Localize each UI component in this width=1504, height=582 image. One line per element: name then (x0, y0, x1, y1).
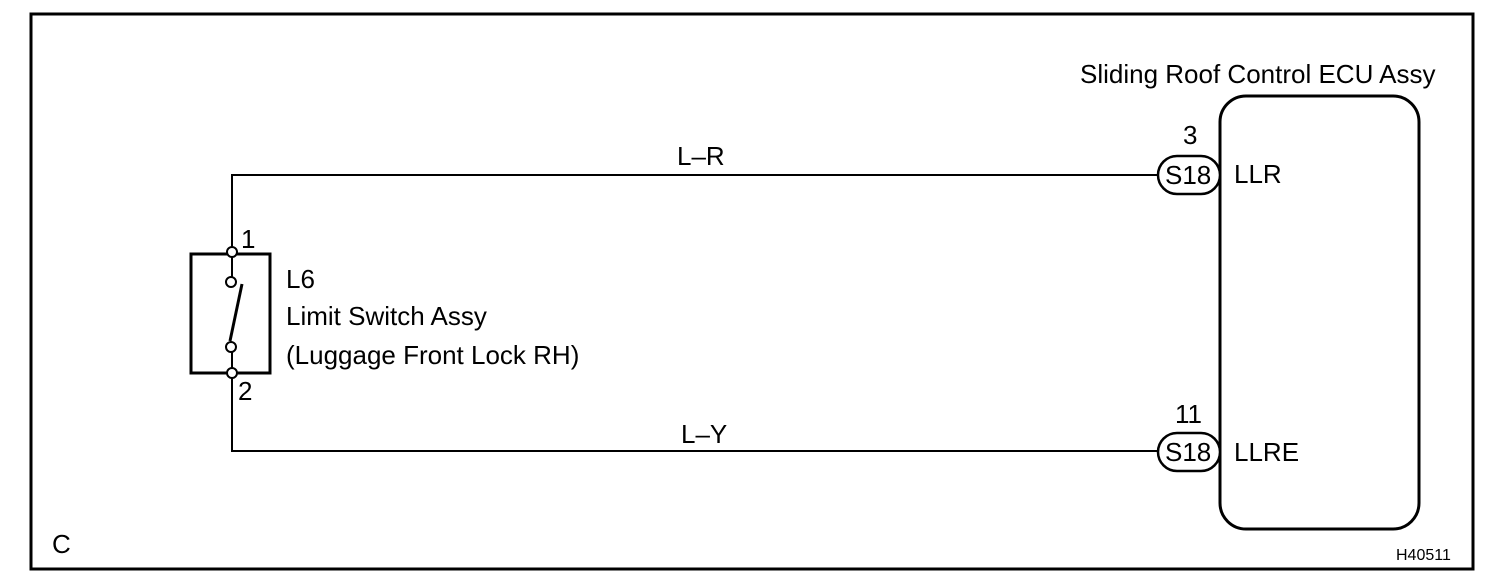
ecu-box (1218, 94, 1421, 531)
wire-l-r (231, 174, 1160, 250)
figure-code: H40511 (1396, 547, 1451, 564)
switch-contact-bottom (225, 341, 237, 353)
switch-terminal-1 (226, 246, 238, 258)
ecu-title: Sliding Roof Control ECU Assy (1080, 59, 1435, 89)
ecu-pin-number-11: 11 (1175, 399, 1202, 429)
ecu-signal-llre: LLRE (1234, 437, 1299, 467)
switch-name: Limit Switch Assy (286, 301, 487, 331)
ecu-signal-llr: LLR (1234, 159, 1282, 189)
switch-terminal-2 (226, 367, 238, 379)
switch-box (189, 252, 272, 375)
connector-s18-bottom-label: S18 (1165, 437, 1211, 467)
switch-code: L6 (286, 264, 315, 294)
connector-s18-top (1156, 154, 1222, 196)
wire-label-l-r: L–R (677, 141, 725, 171)
wire-label-l-y: L–Y (681, 419, 727, 449)
ecu-pin-number-3: 3 (1183, 120, 1197, 150)
connector-s18-top-label: S18 (1165, 160, 1211, 190)
switch-pin-number-1: 1 (241, 224, 255, 254)
connector-s18-bottom (1156, 431, 1222, 473)
frame-letter: C (52, 529, 71, 559)
switch-blade (228, 283, 244, 342)
diagram-frame (29, 12, 1475, 571)
switch-subname: (Luggage Front Lock RH) (286, 340, 579, 370)
switch-contact-top (225, 276, 237, 288)
switch-pin-number-2: 2 (238, 376, 252, 406)
wire-l-y (231, 374, 1160, 452)
